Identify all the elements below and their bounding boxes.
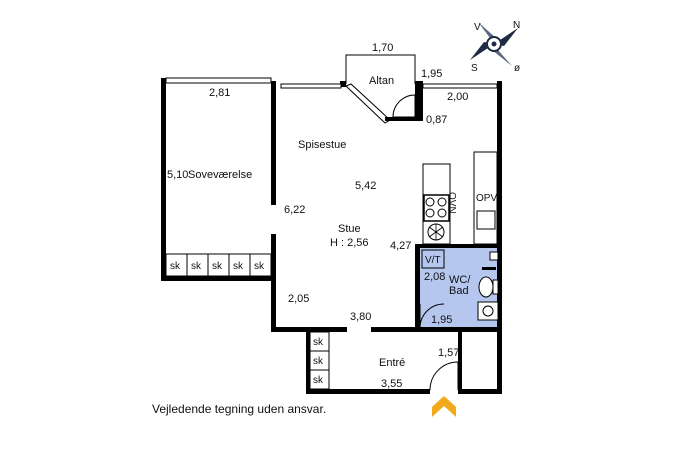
sink — [476, 210, 496, 230]
dim-bedroom-width: 2,81 — [209, 87, 230, 99]
wall-top-pillar-mid — [340, 81, 346, 87]
bedroom-closets — [165, 253, 272, 277]
label-vt: V/T — [425, 255, 441, 266]
balcony-door-frame — [385, 117, 415, 121]
kitchen-counter-right — [473, 151, 498, 245]
closet-entre-2: sk — [313, 356, 324, 367]
balcony-door-swing — [392, 94, 416, 118]
room-sovevaerelse: Soveværelse — [188, 169, 252, 181]
dim-hall-opening: 3,80 — [350, 311, 371, 323]
wall-kitchen-right — [497, 81, 502, 391]
compass-s: S — [471, 63, 478, 74]
fan-lines — [428, 224, 444, 240]
wall-bath-left — [415, 244, 420, 332]
toilet — [478, 276, 494, 298]
dim-altan-width: 1,70 — [372, 42, 393, 54]
closet-bedroom-1: sk — [170, 261, 181, 272]
dim-entre-side: 1,57 — [438, 347, 459, 359]
kitchen-counter-left — [422, 163, 451, 245]
closet-bedroom-3: sk — [212, 261, 223, 272]
room-wc-line2: Bad — [449, 285, 469, 297]
hob-3 — [425, 208, 435, 218]
shower-head — [489, 251, 499, 261]
wall-bedroom-right-top — [271, 81, 276, 205]
window-living — [280, 83, 342, 89]
closet-entre-1: sk — [313, 337, 324, 348]
dim-living-bottom: 2,05 — [288, 293, 309, 305]
room-stue-height: H : 2,56 — [330, 237, 369, 249]
entre-door-swing — [429, 361, 459, 391]
wall-living-left — [271, 276, 276, 332]
window-kitchen — [422, 83, 498, 89]
closet-bedroom-2: sk — [191, 261, 202, 272]
wall-entre-bottom-left — [306, 389, 430, 394]
kitchen — [422, 151, 498, 245]
room-stue: Stue — [338, 223, 361, 235]
hob-2 — [437, 197, 447, 207]
dim-entre-width: 3,55 — [381, 378, 402, 390]
closet-bedroom-5: sk — [254, 261, 265, 272]
hob-plate — [423, 194, 450, 222]
washbasin — [477, 301, 499, 321]
label-opv: OPV — [476, 193, 497, 204]
disclaimer-text: Vejledende tegning uden ansvar. — [152, 402, 327, 416]
wall-top-pillar-right — [415, 81, 423, 121]
walls — [161, 78, 502, 394]
room-entre: Entré — [379, 357, 405, 369]
wall-bedroom-left — [161, 78, 166, 281]
bath-sign — [482, 267, 496, 270]
dim-bedroom-length: 5,10 — [167, 169, 188, 181]
dim-living-length: 6,22 — [284, 204, 305, 216]
closet-bedroom-4: sk — [233, 261, 244, 272]
room-wc-line1: WC/ — [449, 274, 471, 286]
hob-1 — [425, 197, 435, 207]
wall-entre-right — [458, 327, 462, 393]
compass-o: ø — [514, 63, 520, 74]
toilet-tank — [492, 279, 499, 295]
balcony-outline — [345, 54, 416, 84]
wall-bath-top — [415, 244, 502, 248]
room-altan: Altan — [369, 75, 394, 87]
vt-box — [421, 249, 445, 269]
wall-bedroom-right-bottom — [271, 234, 276, 281]
dim-living-side: 4,27 — [390, 240, 411, 252]
balcony-door-panel — [345, 83, 391, 124]
entre-closets — [309, 331, 330, 390]
dim-altan-side: 1,95 — [421, 68, 442, 80]
window-bedroom — [165, 77, 272, 84]
label-ovn: OVN — [446, 192, 457, 214]
bath-fixtures — [421, 249, 499, 321]
hob-4 — [437, 208, 447, 218]
dim-kitchen-window: 2,00 — [447, 91, 468, 103]
dim-bath-width: 1,95 — [431, 314, 452, 326]
wall-entre-bottom-right — [458, 389, 502, 394]
windows — [165, 77, 498, 89]
wall-living-bottom-right — [371, 327, 417, 332]
wall-entre-left — [306, 327, 310, 393]
room-spisestue: Spisestue — [298, 139, 346, 151]
compass-icon — [470, 22, 518, 66]
wall-bedroom-bottom — [161, 276, 276, 281]
dim-kitchen-side: 0,87 — [426, 114, 447, 126]
closet-entre-3: sk — [313, 375, 324, 386]
compass-n: N — [513, 20, 520, 31]
dim-living-width: 5,42 — [355, 180, 376, 192]
entrance-arrow-icon — [432, 396, 456, 417]
dim-bath-length: 2,08 — [424, 271, 445, 283]
compass-v: V — [474, 22, 481, 33]
bath-door-swing — [419, 303, 445, 329]
